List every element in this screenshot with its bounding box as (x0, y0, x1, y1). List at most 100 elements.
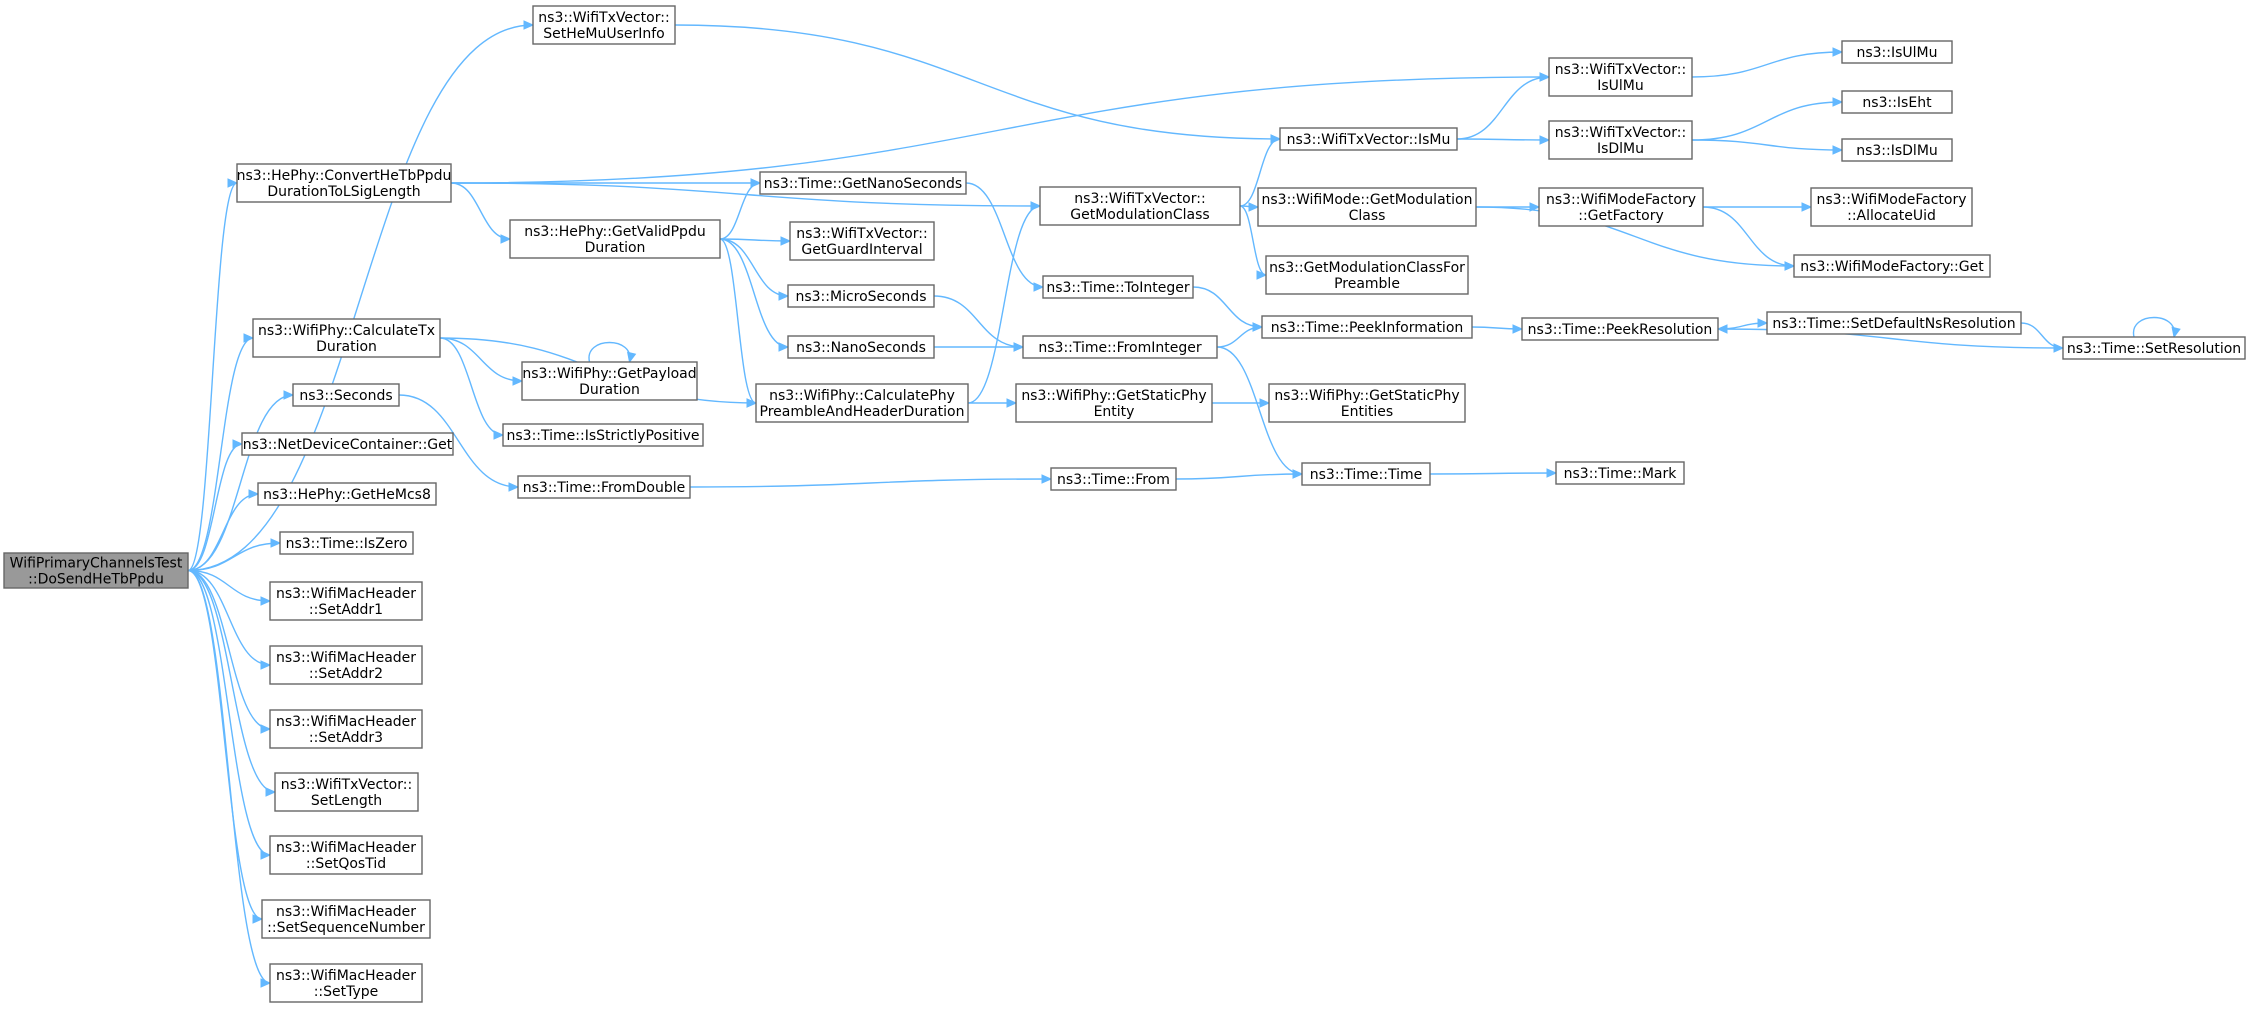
node-mark[interactable]: ns3::Time::Mark (1555, 461, 1685, 485)
node-label: ns3::MicroSeconds (795, 289, 926, 305)
edge-root-setAddr2 (187, 569, 272, 670)
node-setAddr3[interactable]: ns3::WifiMacHeader::SetAddr3 (269, 709, 423, 749)
node-modeGetMod[interactable]: ns3::WifiMode::GetModulationClass (1257, 187, 1477, 227)
node-setRes[interactable]: ns3::Time::SetResolution (2062, 336, 2246, 360)
node-setSeq[interactable]: ns3::WifiMacHeader::SetSequenceNumber (261, 899, 431, 939)
node-label: ns3::WifiModeFactory (1546, 192, 1696, 208)
edge-line (439, 337, 504, 436)
node-from[interactable]: ns3::Time::From (1050, 467, 1177, 491)
node-label: ns3::Time::FromDouble (523, 480, 686, 496)
edge-arrowhead (2171, 326, 2181, 339)
node-seconds[interactable]: ns3::Seconds (292, 383, 400, 407)
node-label: ns3::Time::PeekResolution (1528, 322, 1713, 338)
edge-arrowhead (270, 538, 282, 548)
node-calcPhy[interactable]: ns3::WifiPhy::CalculatePhyPreambleAndHea… (755, 383, 969, 423)
node-nano[interactable]: ns3::NanoSeconds (787, 335, 935, 359)
edge-arrowhead (508, 482, 520, 492)
edge-line (689, 478, 1052, 488)
node-label: ns3::Time::IsStrictlyPositive (507, 428, 700, 444)
node-fromDouble[interactable]: ns3::Time::FromDouble (517, 475, 691, 499)
node-box (236, 163, 452, 203)
node-factGet[interactable]: ns3::WifiModeFactory::Get (1793, 254, 1991, 278)
node-isZero[interactable]: ns3::Time::IsZero (279, 531, 414, 555)
node-isUlMuTx[interactable]: ns3::WifiTxVector::IsUlMu (1548, 57, 1693, 97)
edge-setRes-setRes (2133, 316, 2181, 339)
edge-getNano-toInteger (965, 182, 1045, 292)
node-isMu[interactable]: ns3::WifiTxVector::IsMu (1279, 127, 1458, 151)
node-getHeMcs8[interactable]: ns3::HePhy::GetHeMcs8 (257, 482, 437, 506)
node-allocUid[interactable]: ns3::WifiModeFactory::AllocateUid (1810, 187, 1973, 227)
edge-line (187, 24, 534, 572)
node-box (521, 361, 698, 401)
node-label: ns3::WifiModeFactory::Get (1800, 259, 1984, 275)
node-root[interactable]: WifiPrimaryChannelsTest::DoSendHeTbPpdu (3, 552, 189, 589)
node-setHeMu[interactable]: ns3::WifiTxVector::SetHeMuUserInfo (532, 5, 676, 45)
node-box (252, 318, 441, 358)
node-box (1261, 315, 1473, 339)
node-label: ns3::Seconds (299, 388, 392, 404)
node-getFactory[interactable]: ns3::WifiModeFactory::GetFactory (1538, 187, 1704, 227)
edge-arrowhead (1539, 72, 1551, 82)
node-setAddr2[interactable]: ns3::WifiMacHeader::SetAddr2 (269, 645, 423, 685)
node-isStrict[interactable]: ns3::Time::IsStrictlyPositive (502, 423, 704, 447)
node-setQos[interactable]: ns3::WifiMacHeader::SetQosTid (269, 835, 423, 875)
node-convertHe[interactable]: ns3::HePhy::ConvertHeTbPpduDurationToLSi… (236, 163, 452, 203)
node-label: ns3::WifiTxVector:: (796, 226, 927, 242)
edge-getFactory-allocUid (1702, 202, 1813, 212)
edge-line (187, 337, 254, 572)
node-isEht[interactable]: ns3::IsEht (1841, 90, 1953, 114)
node-label: ns3::Time::IsZero (286, 536, 408, 552)
node-micro[interactable]: ns3::MicroSeconds (787, 284, 935, 308)
edge-calcPhy-getStatic (968, 398, 1018, 408)
node-fromInteger[interactable]: ns3::Time::FromInteger (1022, 335, 1218, 359)
edge-arrowhead (265, 787, 277, 797)
edge-arrowhead (260, 660, 272, 670)
edge-root-getHeMcs8 (187, 489, 260, 572)
node-isUlMu[interactable]: ns3::IsUlMu (1841, 40, 1953, 64)
node-getGuard[interactable]: ns3::WifiTxVector::GetGuardInterval (789, 221, 935, 261)
node-isDlMuTx[interactable]: ns3::WifiTxVector::IsDlMu (1548, 120, 1693, 160)
node-label: WifiPrimaryChannelsTest (10, 556, 183, 572)
node-box (1022, 335, 1218, 359)
node-label: ::AllocateUid (1847, 208, 1936, 224)
node-isDlMu[interactable]: ns3::IsDlMu (1841, 138, 1953, 162)
edge-line (719, 238, 789, 297)
node-setDefNs[interactable]: ns3::Time::SetDefaultNsResolution (1766, 311, 2022, 335)
node-box (1268, 383, 1466, 423)
node-label: ns3::WifiMacHeader (276, 650, 416, 666)
node-label: GetGuardInterval (801, 242, 922, 258)
edge-line (1175, 473, 1303, 480)
edge-convertHe-getValid (450, 182, 512, 244)
node-setType[interactable]: ns3::WifiMacHeader::SetType (269, 963, 423, 1003)
edge-arrowhead (243, 333, 255, 343)
node-toInteger[interactable]: ns3::Time::ToInteger (1042, 275, 1194, 299)
edge-arrowhead (283, 390, 295, 400)
node-label: ::SetAddr1 (309, 602, 383, 618)
node-label: IsUlMu (1597, 78, 1644, 94)
node-box (1841, 40, 1953, 64)
edge-root-isZero (187, 538, 282, 572)
node-peekRes[interactable]: ns3::Time::PeekResolution (1521, 317, 1719, 341)
node-setAddr1[interactable]: ns3::WifiMacHeader::SetAddr1 (269, 581, 423, 621)
node-getNano[interactable]: ns3::Time::GetNanoSeconds (759, 171, 967, 195)
node-ndcGet[interactable]: ns3::NetDeviceContainer::Get (241, 432, 454, 456)
edge-line (719, 238, 757, 404)
node-label: ::SetAddr3 (309, 730, 383, 746)
node-box (1810, 187, 1973, 227)
node-timeTime[interactable]: ns3::Time::Time (1301, 462, 1431, 486)
edge-nano-fromInteger (933, 342, 1025, 352)
node-box (274, 772, 419, 812)
node-label: Duration (579, 382, 640, 398)
node-peekInfo[interactable]: ns3::Time::PeekInformation (1261, 315, 1473, 339)
node-getModClass[interactable]: ns3::WifiTxVector::GetModulationClass (1039, 186, 1241, 226)
edge-getValid-getNano (719, 178, 762, 240)
node-setLength[interactable]: ns3::WifiTxVector::SetLength (274, 772, 419, 812)
edge-getFactory-factGet (1702, 206, 1796, 271)
